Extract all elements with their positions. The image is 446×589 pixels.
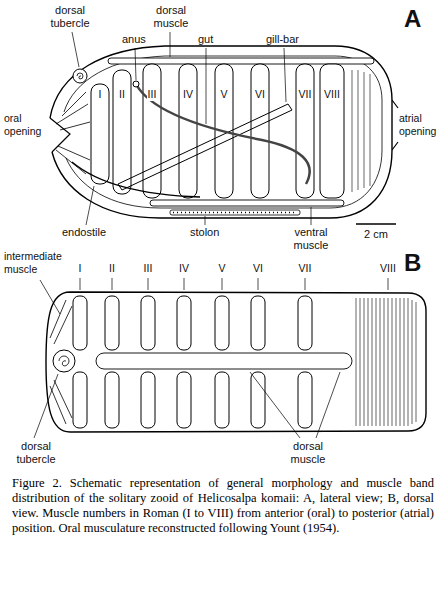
muscle-number: IV [182, 88, 194, 101]
muscle-band [141, 296, 155, 350]
tubercle-spiral [77, 73, 83, 79]
dorsal-view [34, 278, 426, 438]
part-label: stolon [190, 226, 219, 239]
posterior-band-lines [356, 298, 416, 426]
muscle-band [298, 296, 312, 350]
part-label: endostile [62, 226, 106, 239]
part-label: gill-bar [266, 33, 299, 46]
muscle-band [91, 84, 109, 184]
muscle-band [179, 64, 197, 198]
muscle-number: IV [179, 262, 189, 275]
leader-line [72, 32, 311, 225]
part-label: dorsal tubercle [12, 440, 60, 466]
muscle-number: V [218, 262, 225, 275]
gill-bar [118, 104, 292, 190]
muscle-number: VII [298, 88, 313, 101]
muscle-number: VIII [380, 262, 396, 275]
muscle-band [73, 296, 87, 350]
muscle-number: I [79, 262, 82, 275]
panel-letter: A [404, 4, 421, 33]
part-label: anus [122, 33, 146, 46]
muscle-number: VI [253, 262, 263, 275]
part-label: oral opening [4, 112, 48, 138]
muscle-band [141, 372, 155, 428]
dorsal-tubercle [73, 69, 87, 83]
dorsal-tubercle [53, 350, 75, 372]
panel-letter: B [404, 248, 421, 277]
muscle-band [105, 296, 119, 350]
body-outline [50, 46, 392, 218]
part-label: dorsal muscle [286, 440, 330, 466]
muscle-band [251, 64, 269, 198]
inner-outline [64, 56, 382, 208]
leader-line [34, 280, 340, 438]
anus [133, 81, 139, 87]
figure-caption: Figure 2. Schematic representation of ge… [12, 476, 434, 536]
dorsal-muscle-band [108, 58, 374, 64]
lateral-view [50, 32, 398, 225]
part-label: intermediate muscle [4, 250, 68, 276]
muscle-number: III [147, 88, 158, 101]
part-label: dorsal muscle [150, 4, 192, 30]
numeral-tick [80, 278, 388, 290]
muscle-band [251, 372, 265, 428]
stolon-dots [173, 212, 297, 214]
gut [136, 84, 310, 184]
oral-musculature [56, 92, 90, 174]
muscle-band [143, 64, 161, 198]
part-label: atrial opening [399, 112, 443, 138]
muscle-band [215, 296, 229, 350]
muscle-number: V [219, 88, 228, 101]
muscle-number: VIII [323, 88, 341, 101]
stolon [170, 210, 300, 215]
part-label: gut [198, 33, 213, 46]
part-label: ventral muscle [288, 226, 334, 252]
muscle-band [113, 70, 131, 194]
muscle-band [73, 372, 87, 428]
scale-bar [356, 223, 396, 225]
part-label: dorsal tubercle [46, 4, 94, 30]
tubercle-spiral [59, 356, 69, 366]
scale-label: 2 cm [364, 228, 388, 241]
dorsal-muscle-strip [96, 353, 352, 369]
atrial-sphincter [352, 70, 370, 192]
muscle-number: II [118, 88, 126, 101]
muscle-number: III [144, 262, 153, 275]
muscle-number: I [98, 88, 103, 101]
endostyle [72, 162, 200, 197]
muscle-number: VII [299, 262, 312, 275]
muscle-band [251, 296, 265, 350]
ventral-muscle-band [150, 200, 344, 206]
muscle-band [298, 372, 312, 428]
muscle-band [296, 64, 314, 198]
atrial-lips [392, 100, 398, 150]
muscle-band [215, 372, 229, 428]
muscle-band [105, 372, 119, 428]
muscle-band [177, 372, 191, 428]
muscle-number: VI [254, 88, 266, 101]
muscle-band [320, 64, 344, 198]
muscle-number: II [109, 262, 115, 275]
body-outline [46, 292, 426, 432]
muscle-band [177, 296, 191, 350]
